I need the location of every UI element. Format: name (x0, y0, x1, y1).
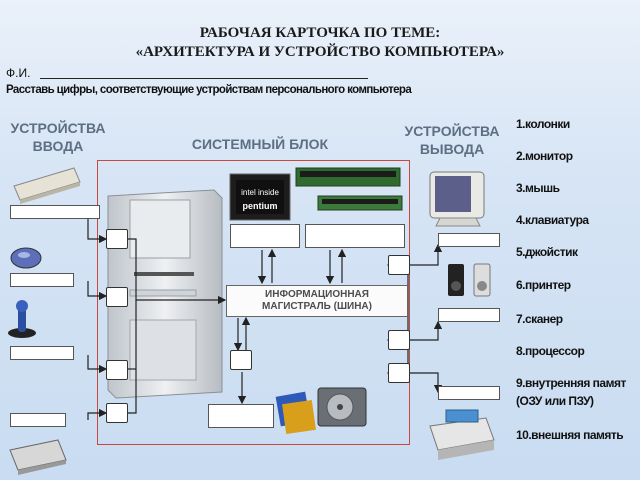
input-devices-label-line2: ВВОДА (32, 138, 84, 154)
instruction-text: Расставь цифры, соответствующие устройст… (6, 84, 412, 96)
bus-label-line2: МАГИСТРАЛЬ (ШИНА) (262, 301, 372, 312)
mouse-image (10, 247, 42, 269)
connector-box-monitor (388, 255, 410, 275)
legend-item-9: 9.внутренняя памят (516, 376, 626, 390)
legend-item-4: 4.клавиатура (516, 213, 589, 227)
floppy-disks-image (275, 391, 316, 434)
connector-box-memory (230, 350, 252, 370)
bus-label-line1: ИНФОРМАЦИОННАЯ (265, 289, 369, 300)
connector-box-joystick (106, 360, 128, 380)
answer-box-printer[interactable] (438, 386, 500, 400)
connector-box-scanner (106, 403, 128, 423)
page-title: РАБОЧАЯ КАРТОЧКА ПО ТЕМЕ: «АРХИТЕКТУРА И… (70, 24, 570, 62)
monitor-image (429, 171, 485, 227)
info-bus: ИНФОРМАЦИОННАЯ МАГИСТРАЛЬ (ШИНА) (226, 285, 408, 317)
answer-box-joystick[interactable] (10, 346, 74, 360)
system-unit-label: СИСТЕМНЫЙ БЛОК (191, 136, 329, 152)
answer-box-scanner[interactable] (10, 413, 66, 427)
keyboard-image (13, 167, 81, 204)
legend-item-2: 2.монитор (516, 149, 573, 163)
output-devices-label-line1: УСТРОЙСТВА (404, 123, 500, 139)
joystick-image (8, 300, 36, 338)
legend-item-9-note: (ОЗУ или ПЗУ) (516, 394, 594, 408)
name-input-line[interactable] (40, 78, 368, 79)
legend-item-5: 5.джойстик (516, 245, 578, 259)
cpu-logo-line2: pentium (243, 201, 278, 211)
legend-item-10: 10.внешняя память (516, 428, 624, 442)
title-line-1: РАБОЧАЯ КАРТОЧКА ПО ТЕМЕ: (199, 25, 441, 41)
scanner-image (9, 439, 67, 475)
cpu-logo-line1: intel inside (241, 188, 279, 197)
connector-box-mouse (106, 287, 128, 307)
legend-item-7: 7.сканер (516, 312, 563, 326)
input-devices-label: УСТРОЙСТВА ВВОДА (2, 119, 114, 155)
system-unit-frame (97, 160, 410, 445)
ram-modules-image (295, 167, 403, 211)
legend-item-8: 8.процессор (516, 344, 585, 358)
speakers-image (448, 263, 491, 297)
legend-item-3: 3.мышь (516, 181, 560, 195)
connector-box-printer (388, 363, 410, 383)
answer-box-external-memory[interactable] (208, 404, 274, 428)
cpu-image: intel inside pentium (229, 173, 291, 221)
legend-item-1: 1.колонки (516, 117, 570, 131)
output-devices-label: УСТРОЙСТВА ВЫВОДА (394, 122, 510, 158)
answer-box-cpu[interactable] (230, 224, 300, 248)
legend-item-6: 6.принтер (516, 278, 571, 292)
answer-box-monitor[interactable] (438, 233, 500, 247)
answer-box-mouse[interactable] (10, 273, 74, 287)
answer-box-keyboard[interactable] (10, 205, 100, 219)
input-devices-label-line1: УСТРОЙСТВА (10, 120, 106, 136)
title-line-2: «АРХИТЕКТУРА И УСТРОЙСТВО КОМПЬЮТЕРА» (135, 44, 505, 60)
connector-box-speakers (388, 330, 410, 350)
connector-box-keyboard (106, 229, 128, 249)
printer-image (429, 409, 495, 460)
answer-box-speakers[interactable] (438, 308, 500, 322)
output-devices-label-line2: ВЫВОДА (419, 141, 485, 157)
hard-drive-image (317, 387, 367, 427)
answer-box-ram[interactable] (305, 224, 405, 248)
name-label: Ф.И. (6, 66, 31, 80)
